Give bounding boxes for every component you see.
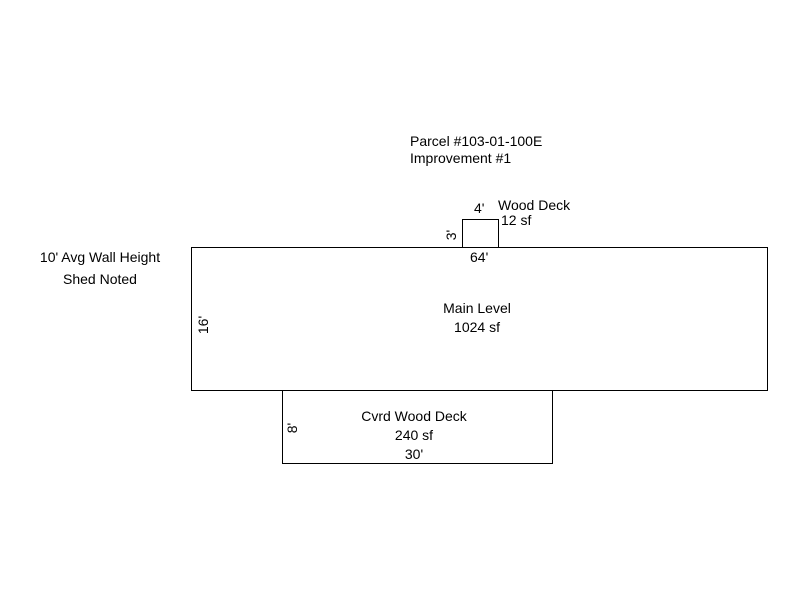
covered-deck-name: Cvrd Wood Deck bbox=[361, 408, 467, 424]
main-level-depth-label: 16' bbox=[195, 315, 211, 335]
covered-deck-outline bbox=[282, 390, 553, 464]
covered-deck-width-label: 30' bbox=[404, 446, 424, 462]
wall-height-note: 10' Avg Wall Height bbox=[39, 249, 161, 265]
parcel-number: Parcel #103-01-100E bbox=[410, 133, 543, 149]
wood-deck-outline bbox=[462, 219, 499, 248]
main-level-area: 1024 sf bbox=[454, 319, 500, 335]
wood-deck-name: Wood Deck bbox=[498, 197, 571, 213]
covered-deck-depth-label: 8' bbox=[284, 422, 300, 434]
main-level-width-label: 64' bbox=[470, 249, 489, 265]
wood-deck-depth-label: 3' bbox=[443, 229, 459, 241]
covered-deck-area: 240 sf bbox=[394, 427, 434, 443]
improvement-number: Improvement #1 bbox=[410, 150, 512, 166]
wood-deck-area: 12 sf bbox=[501, 212, 532, 228]
shed-note: Shed Noted bbox=[63, 271, 137, 287]
wood-deck-width-label: 4' bbox=[474, 200, 485, 216]
main-level-name: Main Level bbox=[443, 300, 511, 316]
